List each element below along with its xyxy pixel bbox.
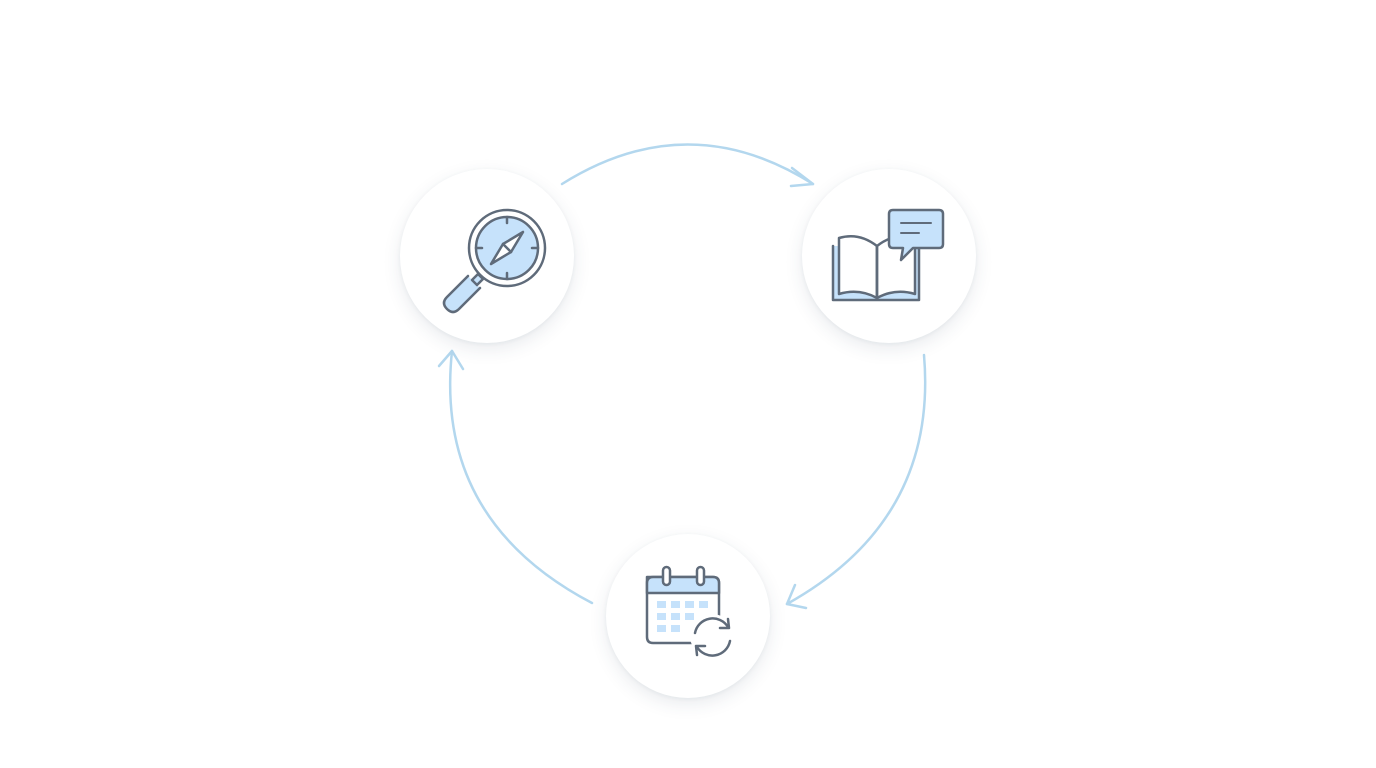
schedule-node [606,534,770,698]
arrowhead-learn [789,166,815,188]
arrow-schedule-to-discover [448,349,594,605]
arrowhead-schedule [785,583,808,610]
learn-node [802,169,976,343]
discover-node [400,169,574,343]
arrow-learn-to-schedule [785,353,927,606]
magnifier-compass-icon [442,208,547,314]
calendar-refresh-icon [645,565,734,658]
arrowhead-discover [437,349,465,371]
arrow-discover-to-learn [560,143,815,186]
book-speech-bubble-icon [831,208,945,302]
